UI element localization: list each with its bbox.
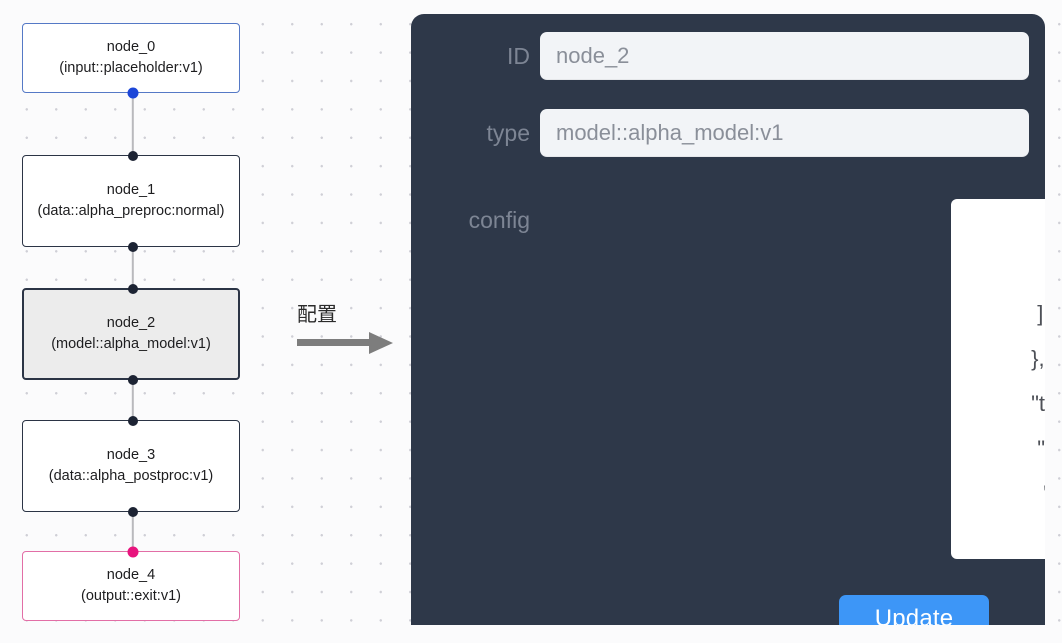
edge-node0-node1: [131, 93, 135, 159]
config-arrow-label: 配置: [297, 302, 337, 326]
port-node_0-output[interactable]: [127, 87, 139, 99]
update-button[interactable]: Update: [839, 595, 989, 625]
type-label: type: [486, 120, 530, 146]
graph-node-node_4[interactable]: node_4 (output::exit:v1): [22, 551, 240, 621]
edge-node1-node2: [131, 247, 135, 292]
type-input[interactable]: model::alpha_model:v1: [540, 109, 1029, 157]
id-input[interactable]: node_2: [540, 32, 1029, 80]
node-subtitle: (data::alpha_postproc:v1): [48, 468, 214, 484]
right-arrow-icon: [297, 332, 393, 354]
port-node_2-output[interactable]: [128, 375, 138, 385]
node-title: node_0: [106, 39, 156, 56]
port-node_3-output[interactable]: [128, 507, 138, 517]
port-node_1-input[interactable]: [128, 151, 138, 161]
node-subtitle: (data::alpha_preproc:normal): [37, 203, 225, 219]
id-label: ID: [507, 43, 530, 69]
node-title: node_2: [106, 315, 156, 332]
id-field-row: ID node_2: [411, 32, 1045, 80]
config-textarea-value: "raw_action", "pred" ] }, "trace": { "sc…: [1031, 301, 1045, 506]
node-title: node_1: [106, 182, 156, 199]
node-title: node_3: [106, 447, 156, 464]
config-textarea[interactable]: "raw_action", "pred" ] }, "trace": { "sc…: [951, 199, 1045, 559]
graph-node-node_0[interactable]: node_0 (input::placeholder:v1): [22, 23, 240, 93]
edge-node2-node3: [131, 380, 135, 424]
port-node_3-input[interactable]: [128, 416, 138, 426]
graph-node-node_2[interactable]: node_2 (model::alpha_model:v1): [22, 288, 240, 380]
node-subtitle: (model::alpha_model:v1): [51, 336, 211, 352]
node-title: node_4: [106, 567, 156, 584]
node-subtitle: (output::exit:v1): [81, 588, 181, 604]
port-node_4-input[interactable]: [127, 546, 139, 558]
config-arrow-group: 配置: [297, 298, 397, 358]
node-config-panel: ID node_2 type model::alpha_model:v1 con…: [411, 14, 1045, 625]
config-label: config: [468, 207, 530, 233]
type-field-row: type model::alpha_model:v1: [411, 109, 1045, 157]
port-node_1-output[interactable]: [128, 242, 138, 252]
edge-node3-node4: [131, 512, 135, 555]
node-subtitle: (input::placeholder:v1): [59, 60, 203, 76]
graph-node-node_3[interactable]: node_3 (data::alpha_postproc:v1): [22, 420, 240, 512]
port-node_2-input[interactable]: [128, 284, 138, 294]
graph-node-node_1[interactable]: node_1 (data::alpha_preproc:normal): [22, 155, 240, 247]
